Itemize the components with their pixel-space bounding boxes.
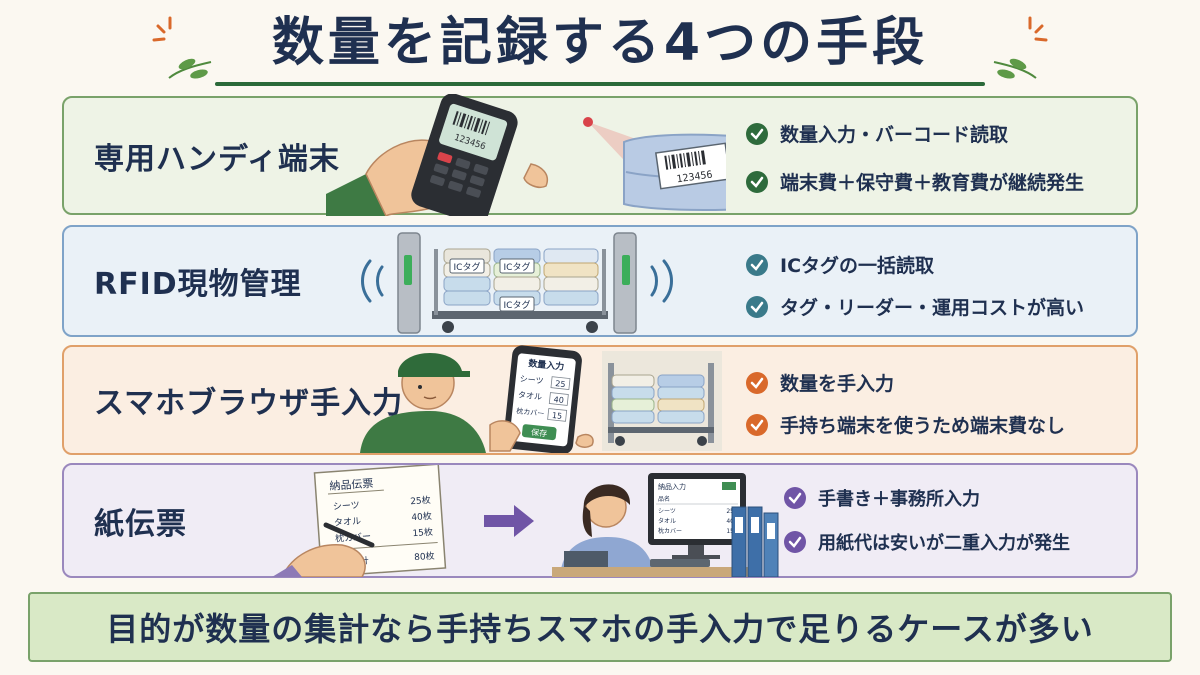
slip-title: 納品伝票: [329, 477, 374, 493]
method-row-handheld: 専用ハンディ端末 123456: [62, 94, 1138, 216]
binders-illustration: [731, 506, 779, 577]
slip-total: 80枚: [414, 550, 435, 563]
check-icon: [746, 371, 768, 394]
title-underline: [215, 82, 985, 86]
phone-header: 数量入力: [528, 357, 565, 373]
paper-slip-illustration: 納品伝票 シーツ 25枚 タオル 40枚 枕カバー 15枚 合計 80枚 納品入…: [272, 465, 752, 577]
check-item: 手持ち端末を使うため端末費なし: [746, 411, 1065, 438]
row-checklist: ICタグの一括読取 タグ・リーダー・運用コストが高い: [746, 227, 1136, 335]
slip-item-name: タオル: [334, 516, 362, 529]
check-icon: [746, 170, 768, 193]
method-row-smartphone: スマホブラウザ手入力 数量入力 シーツ 25 タオル 40 枕カバー 15 保存: [62, 345, 1138, 455]
slip-item-qty: 15枚: [412, 526, 433, 539]
monitor-item-qty: 40: [726, 518, 734, 525]
row-checklist: 数量を手入力 手持ち端末を使うため端末費なし: [746, 347, 1136, 453]
phone-save-label: 保存: [531, 427, 548, 439]
phone-item-qty: 15: [552, 411, 563, 421]
check-item: タグ・リーダー・運用コストが高い: [746, 293, 1084, 320]
check-icon: [784, 487, 806, 509]
row-label: RFID現物管理: [94, 267, 302, 302]
sparkle-icon: [1028, 16, 1048, 42]
slip-item-name: シーツ: [333, 501, 360, 513]
row-label: 専用ハンディ端末: [94, 141, 340, 177]
row-label: 紙伝票: [94, 506, 187, 542]
handheld-scanner-illustration: 123456 123456: [326, 94, 726, 216]
check-item: 手書き＋事務所入力: [784, 485, 980, 511]
conclusion-text: 目的が数量の集計なら手持ちスマホの手入力で足りるケースが多い: [106, 610, 1094, 648]
slip-item-qty: 40枚: [411, 510, 432, 523]
check-item: 数量入力・バーコード読取: [746, 120, 1008, 147]
monitor-item-name: シーツ: [658, 508, 676, 515]
rfid-gate-illustration: ICタグ ICタグ ICタグ: [361, 232, 673, 334]
arrow-right-icon: [484, 505, 534, 537]
check-item: ICタグの一括読取: [746, 251, 934, 278]
smartphone-input-illustration: 数量入力 シーツ 25 タオル 40 枕カバー 15 保存: [360, 345, 722, 453]
check-icon: [784, 531, 806, 553]
slip-item-qty: 25枚: [410, 494, 431, 507]
phone-item-qty: 25: [555, 379, 566, 389]
leaf-icon: [993, 58, 1037, 79]
phone-save-button[interactable]: [521, 424, 557, 441]
check-item: 数量を手入力: [746, 369, 894, 396]
monitor-item-name: 枕カバー: [658, 527, 682, 535]
check-icon: [746, 122, 768, 145]
ic-tag-label: ICタグ: [504, 299, 531, 311]
monitor-item-qty: 25: [726, 508, 734, 515]
leaf-icon: [168, 58, 212, 79]
page-title: 数量を記録する4つの手段: [271, 13, 929, 73]
sparkle-icon: [152, 16, 172, 42]
ic-tag-label: ICタグ: [454, 261, 481, 273]
title-area: 数量を記録する4つの手段: [0, 0, 1200, 92]
check-item: 用紙代は安いが二重入力が発生: [784, 529, 1070, 555]
check-icon: [746, 253, 768, 276]
row-checklist: 数量入力・バーコード読取 端末費＋保守費＋教育費が継続発生: [746, 98, 1136, 213]
monitor-header: 納品入力: [658, 482, 686, 491]
monitor-item-qty: 15: [726, 528, 734, 535]
check-icon: [746, 413, 768, 436]
ic-tag-label: ICタグ: [504, 261, 531, 273]
monitor-col: 品名: [658, 495, 670, 503]
tag-code: 123456: [676, 169, 713, 185]
row-checklist: 手書き＋事務所入力 用紙代は安いが二重入力が発生: [784, 465, 1134, 576]
check-item: 端末費＋保守費＋教育費が継続発生: [746, 168, 1084, 195]
method-row-rfid: RFID現物管理 ICタグ: [62, 225, 1138, 337]
phone-item-name: シーツ: [519, 374, 544, 385]
phone-item-qty: 40: [553, 395, 564, 405]
monitor-item-name: タオル: [658, 517, 676, 525]
phone-item-name: タオル: [518, 390, 543, 401]
conclusion-banner: 目的が数量の集計なら手持ちスマホの手入力で足りるケースが多い: [28, 592, 1172, 662]
method-row-paper: 紙伝票 納品伝票 シーツ 25枚 タオル 40枚 枕カバー 15枚 合計 80枚: [62, 463, 1138, 578]
row-label: スマホブラウザ手入力: [94, 386, 404, 421]
phone-item-name: 枕カバー: [516, 406, 545, 418]
check-icon: [746, 295, 768, 318]
